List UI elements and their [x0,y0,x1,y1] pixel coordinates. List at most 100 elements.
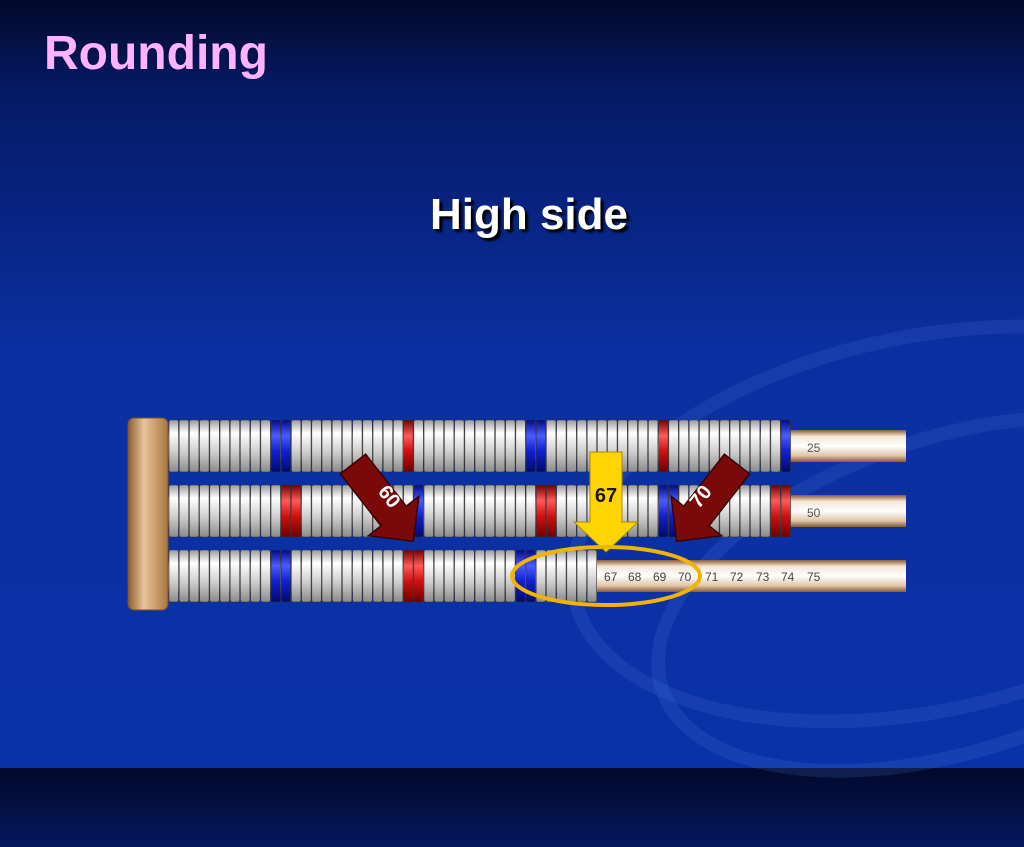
silver-bead [250,549,261,603]
silver-bead [270,484,281,538]
silver-bead [750,484,761,538]
silver-bead [566,549,577,603]
silver-bead [484,549,496,603]
silver-bead [739,419,751,473]
silver-bead [331,419,342,473]
red-bead [403,419,414,473]
silver-bead [311,549,322,603]
silver-bead [240,484,251,538]
silver-bead [250,419,261,473]
silver-bead [464,549,475,603]
silver-bead [229,484,240,538]
silver-bead [382,484,394,538]
silver-bead [240,419,251,473]
silver-bead [597,419,608,473]
blue-bead [280,549,291,603]
silver-bead [352,549,363,603]
silver-bead [586,484,598,538]
silver-bead [576,484,587,538]
silver-bead [209,419,220,473]
silver-bead [576,549,587,603]
number-line-mark: 68 [628,570,642,584]
silver-bead [189,484,200,538]
red-bead [535,484,547,538]
silver-bead [291,549,302,603]
silver-bead [199,419,210,473]
silver-bead [362,549,373,603]
silver-bead [454,484,465,538]
number-line-mark: 74 [781,570,795,584]
silver-bead [321,419,332,473]
silver-bead [168,484,179,538]
row-end-label: 50 [807,506,821,520]
silver-bead [178,419,190,473]
silver-bead [433,549,445,603]
abacus-row-2 [168,484,791,538]
silver-bead [403,484,414,538]
silver-bead [382,549,394,603]
silver-bead [260,484,271,538]
silver-bead [464,484,475,538]
silver-bead [444,419,455,473]
silver-bead [699,484,710,538]
silver-bead [342,419,353,473]
silver-bead [484,419,496,473]
abacus: 25 50 67 68 69 70 71 72 73 74 75 [127,417,906,611]
silver-bead [484,484,496,538]
abacus-row-1 [168,419,791,473]
red-bead [403,549,414,603]
silver-bead [260,419,271,473]
number-line: 67 68 69 70 71 72 73 74 75 [604,570,821,584]
silver-bead [331,549,342,603]
silver-bead [637,484,649,538]
silver-bead [627,484,638,538]
blue-bead [525,419,536,473]
silver-bead [678,484,689,538]
silver-bead [474,549,485,603]
silver-bead [189,419,200,473]
number-line-mark: 67 [604,570,618,584]
silver-bead [229,549,240,603]
blue-bead [280,419,291,473]
silver-bead [342,549,353,603]
silver-bead [495,549,506,603]
silver-bead [678,419,689,473]
blue-bead [525,549,536,603]
silver-bead [556,484,567,538]
silver-bead [413,419,424,473]
silver-bead [505,549,516,603]
silver-bead [352,484,363,538]
silver-bead [219,419,230,473]
silver-bead [607,484,618,538]
blue-bead [270,549,281,603]
red-bead [291,484,302,538]
silver-bead [627,419,638,473]
silver-bead [229,419,240,473]
silver-bead [566,419,577,473]
red-bead [780,484,791,538]
silver-bead [750,419,761,473]
number-line-mark: 70 [678,570,692,584]
silver-bead [719,419,730,473]
silver-bead [607,419,618,473]
silver-bead [199,549,210,603]
silver-bead [597,484,608,538]
silver-bead [393,419,404,473]
silver-bead [423,549,434,603]
silver-bead [301,419,312,473]
blue-bead [535,419,547,473]
silver-bead [433,419,445,473]
silver-bead [372,549,383,603]
silver-bead [617,419,628,473]
silver-bead [168,419,179,473]
silver-bead [219,549,230,603]
silver-bead [219,484,230,538]
number-line-mark: 71 [705,570,719,584]
silver-bead [331,484,342,538]
silver-bead [688,419,700,473]
silver-bead [515,419,526,473]
silver-bead [321,484,332,538]
silver-bead [189,549,200,603]
number-line-mark: 72 [730,570,744,584]
silver-bead [178,484,190,538]
